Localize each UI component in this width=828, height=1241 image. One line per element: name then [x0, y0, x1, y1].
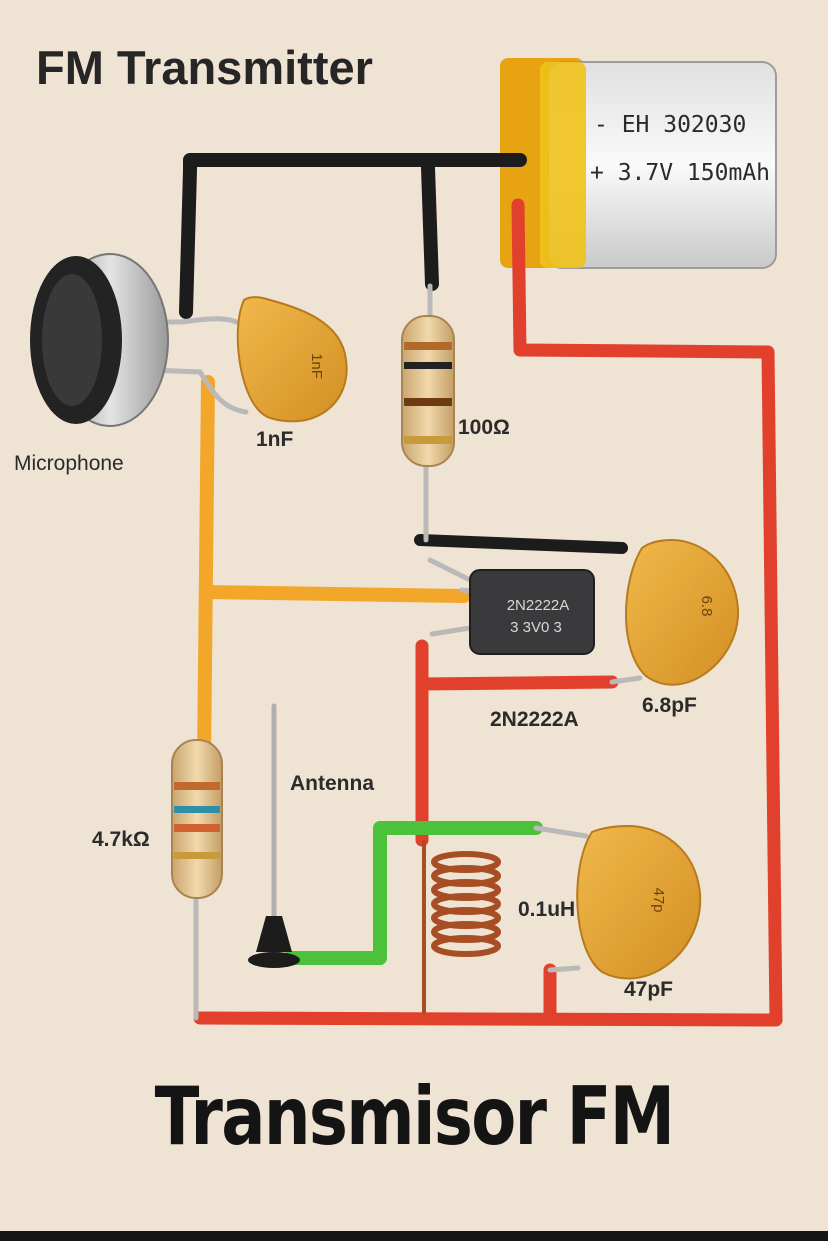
wire-black-collector: [414, 534, 628, 554]
capacitor-6-8pf-marking: 6.8: [698, 596, 715, 617]
coil-label: 0.1uH: [518, 898, 576, 921]
capacitor-47pf-label: 47pF: [624, 978, 674, 1001]
band-4: [404, 436, 452, 444]
wire-orange-base: [197, 375, 471, 767]
component-leads: [147, 283, 643, 1021]
battery-label-negative: - EH 302030: [594, 112, 747, 138]
transistor-body: [469, 569, 595, 655]
band-1: [404, 342, 452, 350]
capacitor-47pf-marking: 47p: [650, 887, 667, 912]
antenna: [248, 703, 300, 968]
antenna-label: Antenna: [290, 772, 374, 795]
wire-black-to-resistor: [421, 161, 439, 291]
capacitor-1nf: 1nF: [236, 296, 348, 423]
microphone-mesh: [42, 274, 102, 406]
resistor-100: [401, 315, 455, 467]
band-1: [174, 782, 220, 790]
capacitor-6-8pf-label: 6.8pF: [642, 694, 697, 717]
band-4: [174, 852, 220, 859]
transistor-marking-2: 3 3V0 3: [510, 619, 562, 636]
microphone: [30, 253, 169, 427]
band-2: [404, 362, 452, 369]
capacitor-47pf: 47p: [576, 824, 702, 980]
transistor-label: 2N2222A: [490, 708, 579, 731]
page-subtitle: Transmisor FM: [154, 1070, 675, 1163]
resistor-4-7k: [171, 739, 223, 899]
wire-red-positive: [193, 198, 783, 1027]
capacitor-1nf-marking: 1nF: [308, 353, 325, 379]
wire-red-emitter: [415, 639, 619, 847]
resistor-4-7k-label: 4.7kΩ: [92, 828, 150, 851]
wire-black-negative: [179, 153, 527, 319]
bottom-bar: [0, 1231, 828, 1241]
resistor-100-label: 100Ω: [458, 416, 510, 439]
transistor-marking-1: 2N2222A: [507, 597, 570, 614]
capacitor-6-8pf: 6.8: [625, 538, 740, 686]
band-3: [404, 398, 452, 406]
transistor-2n2222a: 2N2222A 3 3V0 3: [469, 569, 595, 655]
battery-tape-edge: [540, 62, 586, 268]
band-2: [174, 806, 220, 813]
microphone-label: Microphone: [14, 452, 124, 475]
coil-0-1uh: [422, 840, 501, 1014]
page-title: FM Transmitter: [36, 41, 373, 94]
capacitor-1nf-label: 1nF: [256, 428, 294, 451]
battery-label-positive: + 3.7V 150mAh: [590, 160, 771, 186]
wire-green-antenna: [283, 821, 543, 965]
band-3: [174, 824, 220, 832]
